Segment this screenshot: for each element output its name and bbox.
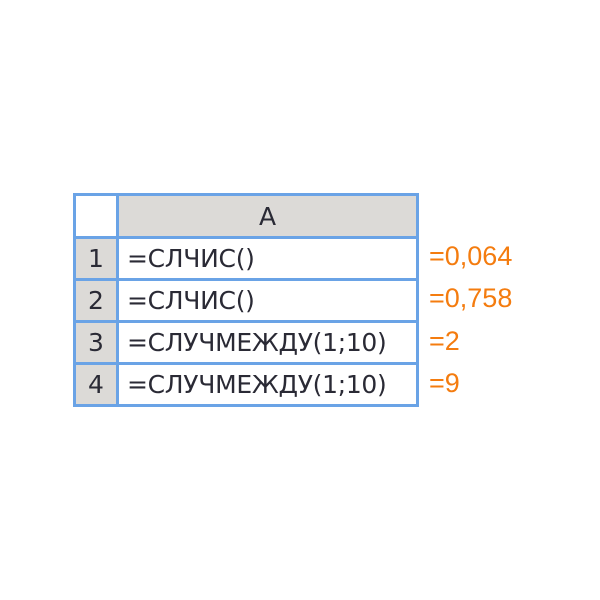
- row-header-3[interactable]: 3: [76, 323, 116, 362]
- result-row-4: =9: [429, 368, 460, 398]
- cell-a4[interactable]: =СЛУЧМЕЖДУ(1;10): [119, 365, 416, 404]
- row-header-4[interactable]: 4: [76, 365, 116, 404]
- row-header-1[interactable]: 1: [76, 239, 116, 278]
- result-row-3: =2: [429, 326, 460, 356]
- spreadsheet-grid: A 1 =СЛЧИС() 2 =СЛЧИС() 3 =СЛУЧМЕЖДУ(1;1…: [73, 193, 419, 407]
- cell-a1[interactable]: =СЛЧИС(): [119, 239, 416, 278]
- column-header-a[interactable]: A: [119, 196, 416, 236]
- result-row-2: =0,758: [429, 283, 513, 313]
- select-all-corner[interactable]: [76, 196, 116, 236]
- cell-a2[interactable]: =СЛЧИС(): [119, 281, 416, 320]
- result-row-1: =0,064: [429, 241, 513, 271]
- cell-a3[interactable]: =СЛУЧМЕЖДУ(1;10): [119, 323, 416, 362]
- row-header-2[interactable]: 2: [76, 281, 116, 320]
